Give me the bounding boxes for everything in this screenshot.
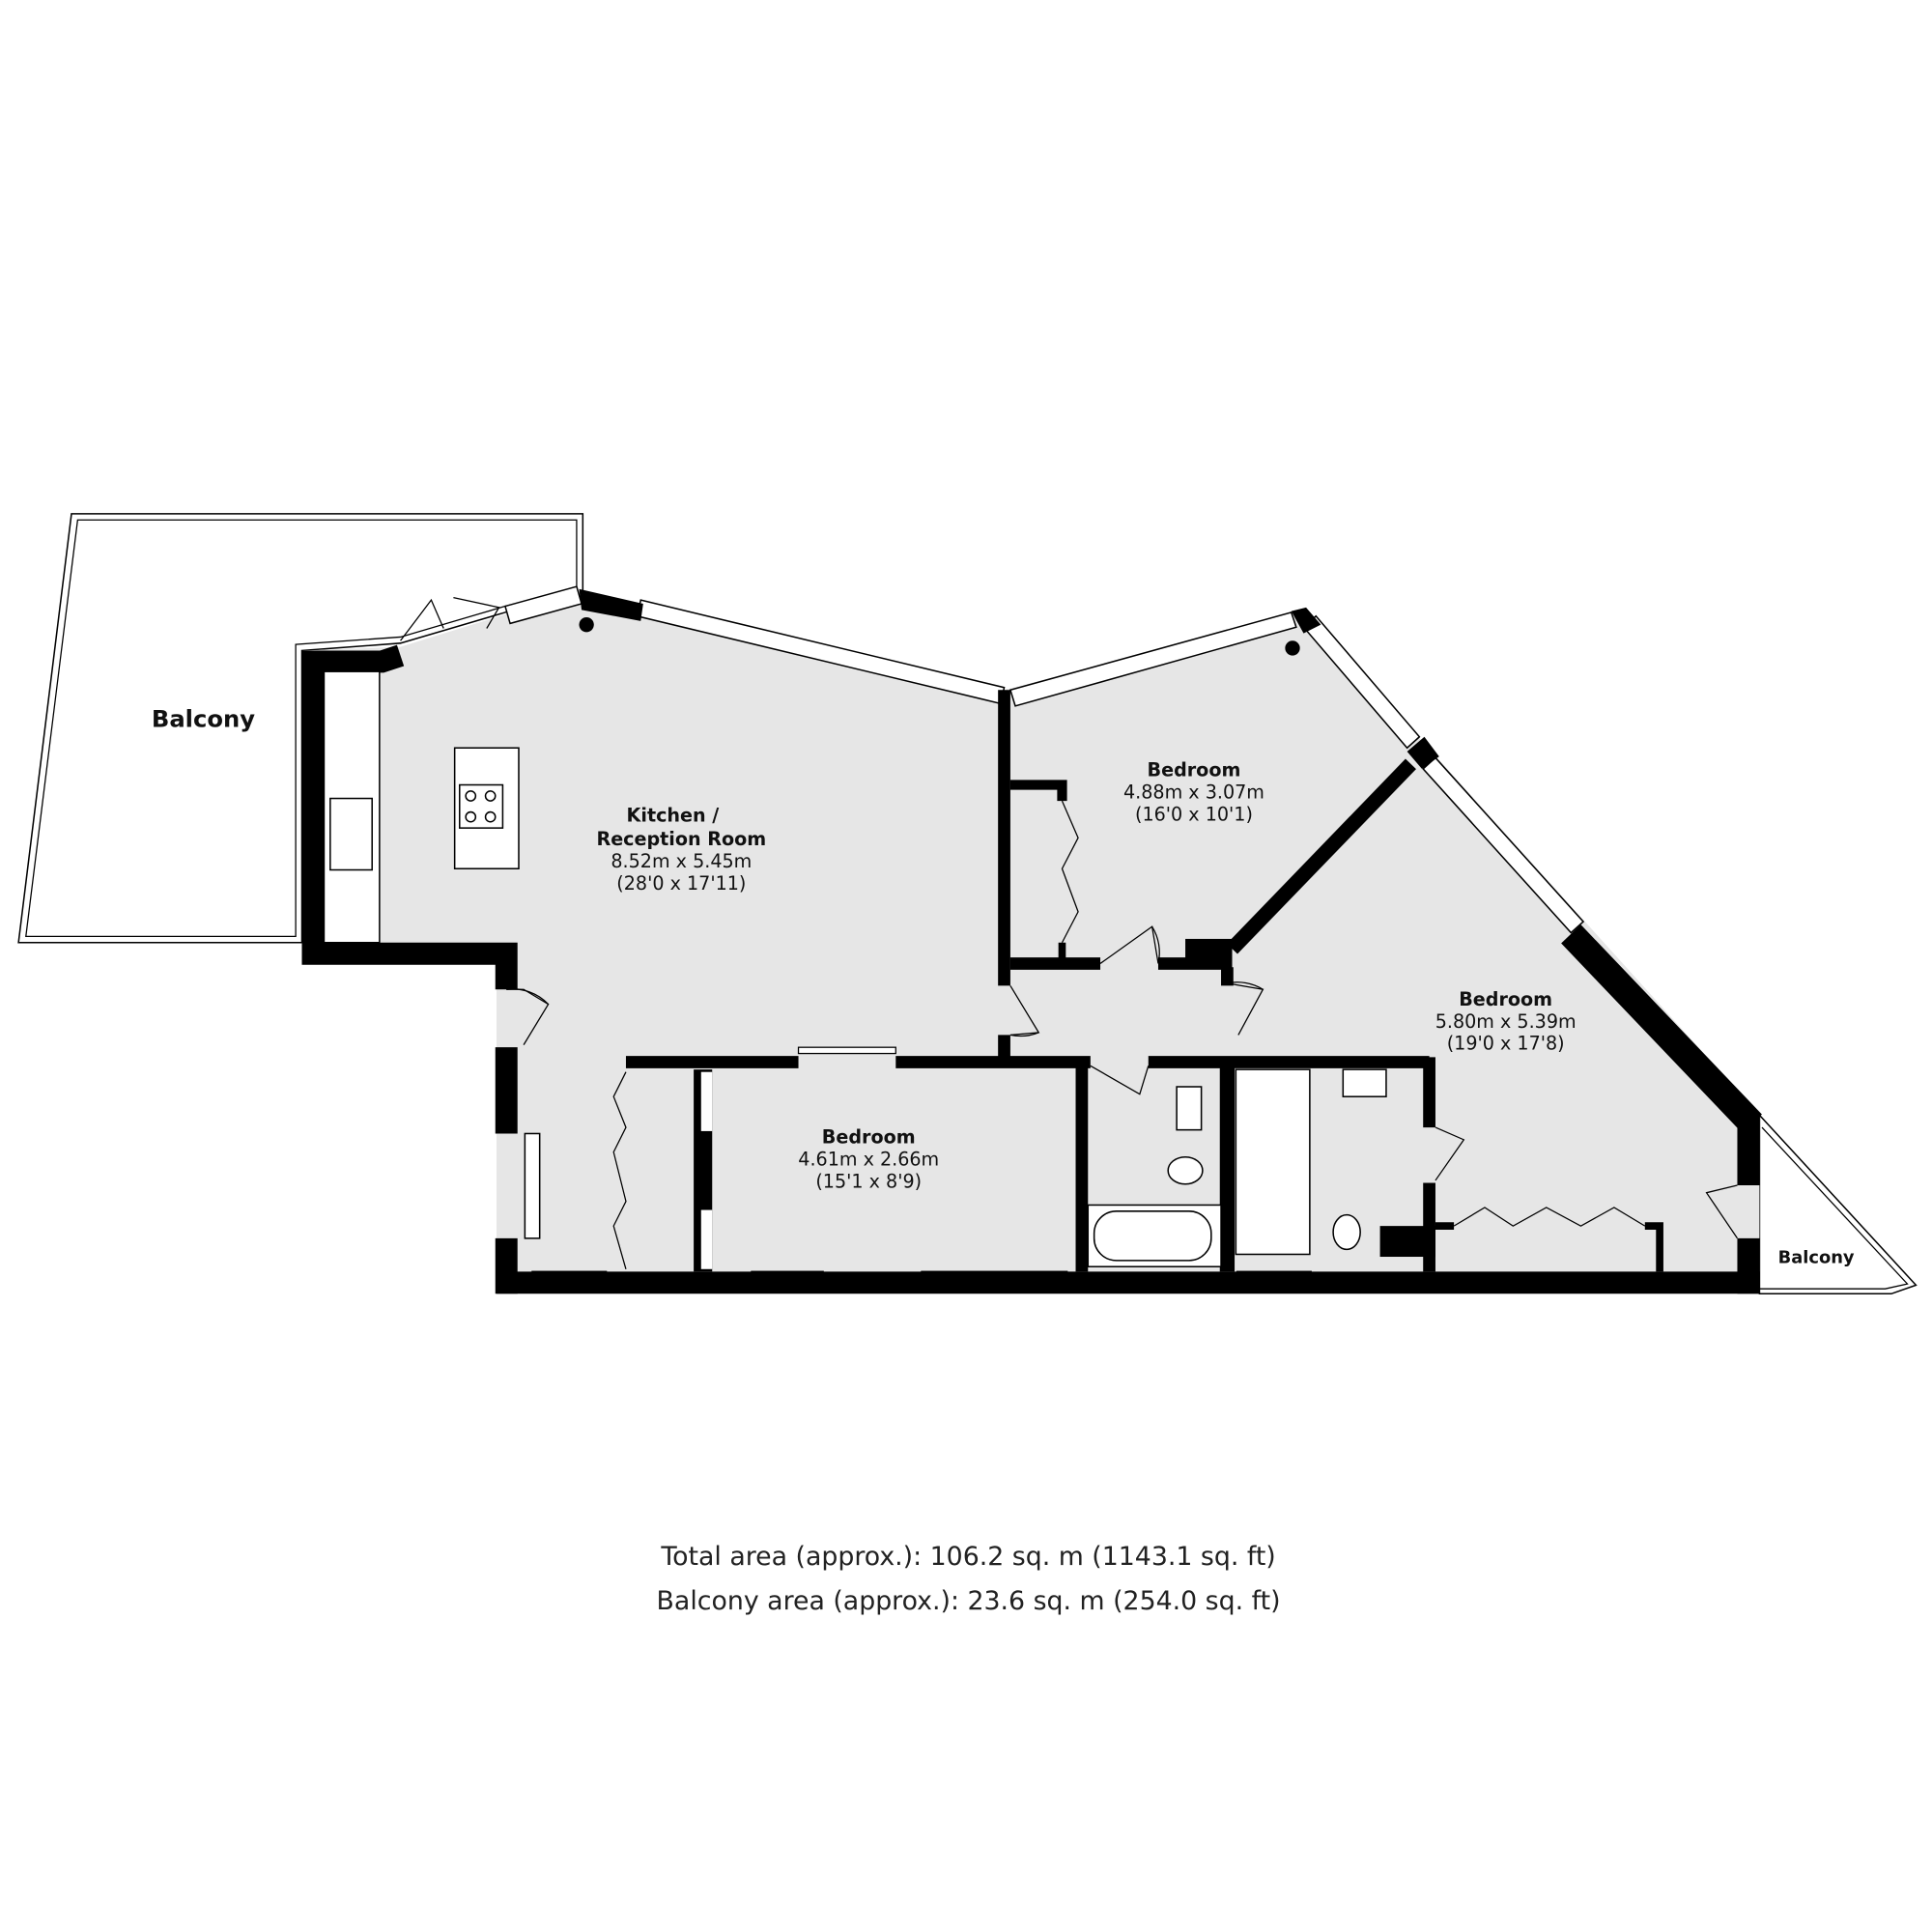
basin-icon [1176,1086,1203,1131]
room-dims-ft: (28'0 x 17'11) [616,872,746,895]
toilet-icon [1167,1155,1204,1185]
room-name: Bedroom [1459,988,1552,1010]
room-name: Reception Room [596,828,766,850]
hob-icon [459,783,504,829]
basin-icon-2 [1342,1068,1387,1097]
room-kitchen-reception: Kitchen / Reception Room 8.52m x 5.45m (… [596,805,766,895]
balcony-label: Balcony [152,706,255,733]
room-dims-ft: (16'0 x 10'1) [1135,803,1253,825]
room-dims-m: 4.88m x 3.07m [1123,781,1264,804]
room-dims-m: 4.61m x 2.66m [798,1149,939,1171]
balcony-area: Balcony area (approx.): 23.6 sq. m (254.… [657,1586,1281,1616]
room-dims-m: 8.52m x 5.45m [611,850,752,872]
balcony-left [17,513,584,944]
balcony-label-right: Balcony [1778,1247,1855,1267]
room-name: Bedroom [1148,759,1241,781]
shower-icon [1235,1068,1311,1256]
room-name: Bedroom [822,1126,916,1149]
room-name: Kitchen / [627,805,720,827]
room-dims-ft: (15'1 x 8'9) [815,1171,922,1193]
doors [400,596,1738,1269]
exterior-walls [301,588,1762,1294]
floor-area [301,591,1760,1294]
total-area: Total area (approx.): 106.2 sq. m (1143.… [660,1542,1275,1572]
room-bedroom-2: Bedroom 5.80m x 5.39m (19'0 x 17'8) [1435,988,1577,1055]
room-bedroom-1: Bedroom 4.88m x 3.07m (16'0 x 10'1) [1123,759,1264,826]
room-bedroom-3: Bedroom 4.61m x 2.66m (15'1 x 8'9) [798,1126,939,1193]
room-dims-m: 5.80m x 5.39m [1435,1010,1577,1033]
sink-icon [329,797,373,871]
room-dims-ft: (19'0 x 17'8) [1447,1033,1565,1055]
toilet-icon-2 [1332,1213,1361,1251]
fixtures [323,670,1387,1267]
interior-walls [625,690,1663,1272]
